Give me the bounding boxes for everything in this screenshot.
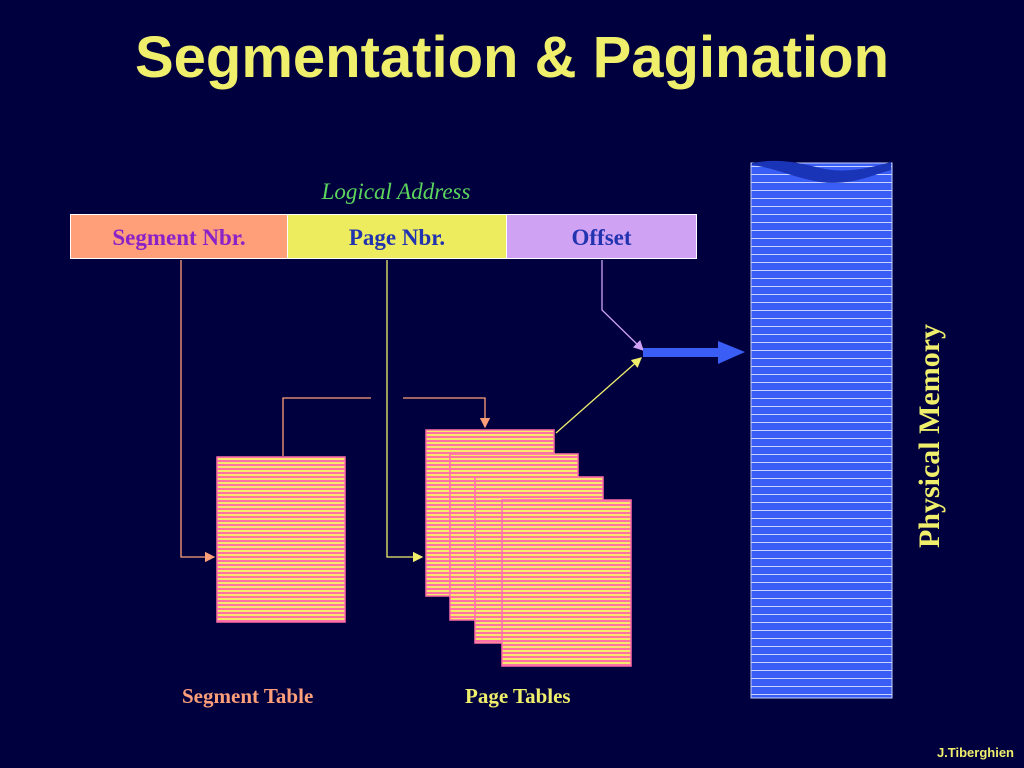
page-tables-caption: Page Tables — [465, 684, 571, 708]
physical-memory-label: Physical Memory — [913, 323, 946, 549]
memory-top-wave — [752, 160, 891, 183]
physical-memory — [750, 160, 893, 699]
offset-arrow — [601, 260, 644, 351]
segment-to-page-link — [282, 397, 371, 456]
physical-address-arrow — [643, 341, 745, 364]
page-tables — [425, 429, 632, 667]
page-arrow — [386, 260, 424, 563]
segment-table — [216, 456, 346, 623]
page-number-field: Page Nbr. — [287, 214, 507, 259]
slide-title: Segmentation & Pagination — [134, 25, 890, 90]
segment-to-page-arrow — [403, 397, 491, 429]
author-credit: J.Tiberghien — [936, 745, 1014, 760]
frame-arrow — [555, 357, 642, 434]
segment-arrow — [180, 260, 216, 563]
segment-table-caption: Segment Table — [182, 684, 314, 708]
page-table-4 — [501, 499, 632, 667]
logical-address-label: Logical Address — [321, 179, 471, 204]
offset-field: Offset — [506, 214, 697, 259]
segment-number-field: Segment Nbr. — [70, 214, 288, 259]
